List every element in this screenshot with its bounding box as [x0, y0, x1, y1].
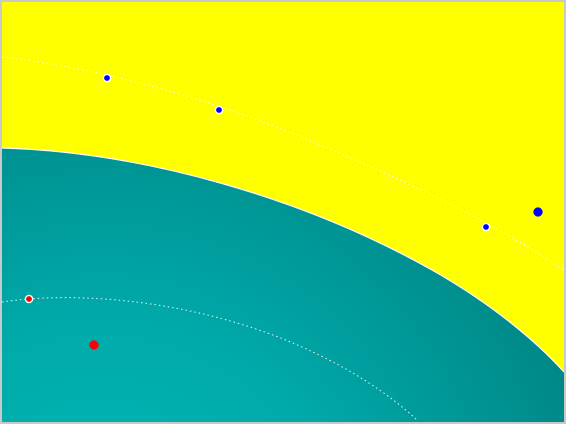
blue-point-a4[interactable] — [533, 207, 543, 217]
red-point-b1[interactable] — [24, 294, 34, 304]
lower-region — [2, 148, 564, 422]
blue-point-a2[interactable] — [214, 105, 224, 115]
data-points — [24, 73, 543, 350]
blue-point-a3[interactable] — [481, 222, 491, 232]
lower-margin-line — [2, 297, 418, 421]
upper-margin-line — [2, 56, 564, 271]
blue-point-a1[interactable] — [102, 73, 112, 83]
decision-boundary-line — [2, 147, 564, 373]
red-point-b2[interactable] — [89, 340, 99, 350]
